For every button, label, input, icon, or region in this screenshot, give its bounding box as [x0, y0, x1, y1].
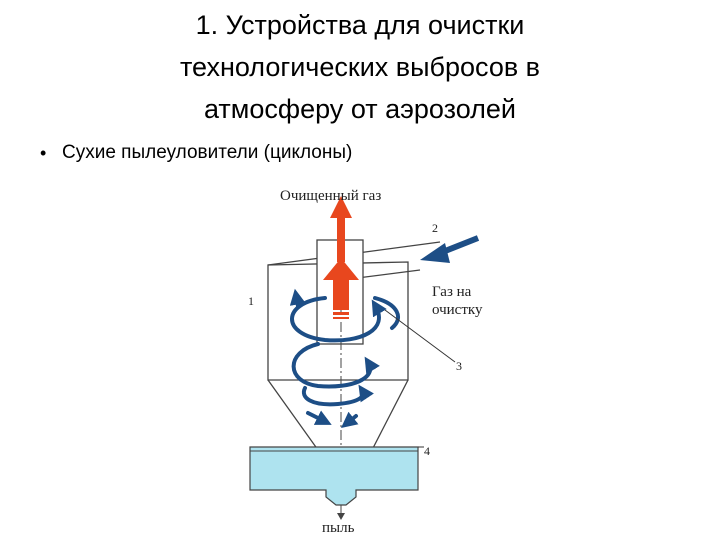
swirl-arrow [306, 410, 332, 425]
title-line-1: 1. Устройства для очистки [195, 10, 525, 40]
clean-gas-arrow [323, 196, 359, 319]
swirl-arrow [289, 288, 306, 308]
bullet-text: Сухие пылеуловители (циклоны) [62, 142, 353, 163]
bullet-item: • Сухие пылеуловители (циклоны) [40, 142, 352, 164]
swirl-arrow [291, 342, 380, 389]
dust-label: пыль [322, 520, 355, 536]
part-number-1: 1 [248, 294, 254, 308]
bullet-dot-icon: • [40, 142, 47, 163]
clean-gas-label: Очищенный газ [280, 188, 381, 204]
leader-lines [384, 309, 456, 448]
swirl-arrow [373, 296, 400, 330]
swirl-flow [289, 288, 400, 428]
swirl-arrow [301, 384, 374, 407]
part-number-3: 3 [456, 359, 462, 373]
part-number-2: 2 [432, 221, 438, 235]
part-number-4: 4 [424, 444, 430, 458]
swirl-arrow [341, 411, 359, 428]
leader-3 [384, 309, 456, 363]
dust-exit-arrow [337, 505, 345, 520]
slide-title: 1. Устройства для очистки технологически… [60, 4, 660, 130]
inlet-gas-arrow [420, 235, 480, 263]
gas-inlet-label-line2: очистку [432, 302, 483, 318]
gas-inlet-label-line1: Газ на [432, 284, 472, 300]
dust-hopper [249, 446, 419, 506]
title-line-3: атмосферу от аэрозолей [204, 94, 516, 124]
cyclone-cone [267, 379, 409, 451]
title-line-2: технологических выбросов в [179, 52, 541, 82]
